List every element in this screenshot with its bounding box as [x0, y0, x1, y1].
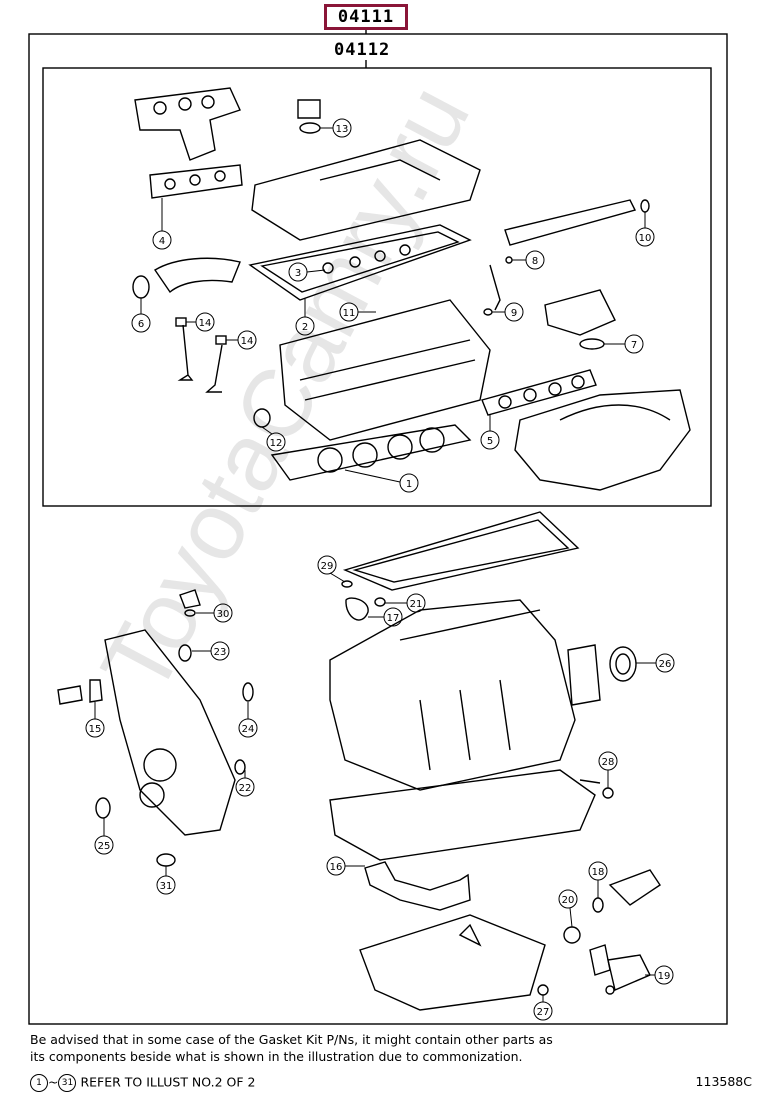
callout-label: 3 [295, 268, 301, 279]
exhaust-valve [205, 344, 223, 393]
callout-label: 18 [592, 867, 605, 878]
camshaft-sensor-shaft [504, 199, 637, 246]
callout-label: 31 [160, 881, 173, 892]
intake-manifold [514, 389, 691, 491]
callout-label: 19 [658, 971, 671, 982]
callout-label: 11 [343, 308, 356, 319]
exhaust-manifold [134, 87, 241, 161]
range-end-circle: 31 [58, 1074, 77, 1092]
head-cover-gasket [248, 224, 472, 301]
oil-filler-cap [297, 99, 321, 119]
cylinder-head-gasket [270, 424, 472, 481]
timing-chain-cover [104, 629, 236, 836]
oil-pan-gasket-upper [342, 511, 580, 591]
oil-strainer [364, 861, 471, 911]
range-separator: ~ [48, 1074, 59, 1090]
callout-label: 7 [631, 340, 637, 351]
commonization-note-line2: its components beside what is shown in t… [30, 1049, 523, 1064]
callout-label: 29 [321, 561, 334, 572]
callout-labels: 1 2 3 4 5 6 7 8 9 10 11 12 13 14 14 15 1… [89, 124, 672, 1018]
callout-label: 8 [532, 256, 538, 267]
callout-label: 30 [217, 609, 230, 620]
commonization-note-line1: Be advised that in some case of the Gask… [30, 1032, 553, 1047]
intake-valve [177, 324, 194, 381]
callout-label: 13 [336, 124, 349, 135]
callout-label: 25 [98, 841, 111, 852]
exhaust-manifold-gasket [149, 164, 243, 199]
illustration-code: 113588C [695, 1074, 752, 1089]
cylinder-head [279, 299, 491, 441]
oil-pan-baffle [329, 769, 596, 861]
callout-label: 21 [410, 599, 423, 610]
cylinder-head-cover [251, 139, 481, 241]
callout-label: 23 [214, 647, 227, 658]
callout-label: 5 [487, 436, 493, 447]
range-start-circle: 1 [30, 1074, 48, 1092]
callout-label: 9 [511, 308, 517, 319]
refer-illustration-note: 1~31 REFER TO ILLUST NO.2 OF 2 [30, 1074, 255, 1092]
callout-label: 17 [387, 613, 400, 624]
callout-label: 10 [639, 233, 652, 244]
callout-label: 26 [659, 659, 672, 670]
callout-label: 24 [242, 724, 255, 735]
callout-label: 27 [537, 1007, 550, 1018]
water-outlet [544, 289, 616, 336]
callout-label: 14 [199, 318, 212, 329]
callout-label: 15 [89, 724, 102, 735]
cylinder-block [329, 599, 576, 791]
refer-text: REFER TO ILLUST NO.2 OF 2 [80, 1074, 256, 1090]
inner-group-box [42, 67, 712, 507]
callout-label: 1 [406, 479, 412, 490]
water-inlet [608, 869, 661, 906]
callout-label: 4 [159, 236, 165, 247]
rear-oil-seal-retainer [567, 644, 601, 706]
callouts [85, 118, 675, 1021]
callout-label: 20 [562, 895, 575, 906]
intake-manifold-gasket [481, 369, 597, 416]
main-part-number[interactable]: 04111 [324, 4, 408, 30]
callout-label: 16 [330, 862, 343, 873]
callout-label: 6 [138, 319, 144, 330]
outer-frame [28, 33, 728, 1025]
callout-label: 2 [302, 322, 308, 333]
water-inlet-housing [607, 954, 651, 991]
thermostat [589, 944, 611, 976]
callout-label: 12 [270, 438, 283, 449]
oil-seal-6 [132, 275, 150, 299]
callout-label: 28 [602, 757, 615, 768]
callout-label: 14 [241, 336, 254, 347]
callout-label: 22 [239, 783, 252, 794]
sub-part-number[interactable]: 04112 [334, 40, 391, 60]
rear-oil-seal [609, 646, 637, 682]
oil-pan [359, 914, 546, 1011]
